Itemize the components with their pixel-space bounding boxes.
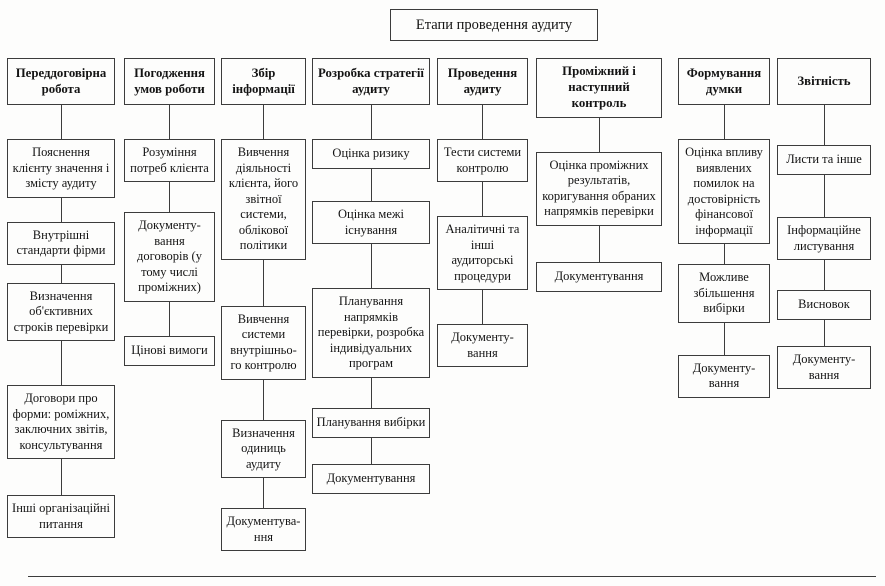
- connector-line: [482, 105, 483, 139]
- stage-column: Погодження умов роботи Розуміння потреб …: [124, 58, 215, 366]
- stage-column: Формування думки Оцінка впливу виявлених…: [678, 58, 770, 398]
- connector-line: [263, 379, 264, 420]
- connector-line: [823, 105, 825, 145]
- flow-box: Документування: [536, 261, 662, 292]
- connector-line: [370, 437, 372, 464]
- connector-line: [60, 197, 62, 222]
- connector-line: [482, 290, 483, 324]
- stage-column: Переддоговірна робота Пояснення клієнту …: [7, 58, 115, 538]
- flow-box: Листи та інше: [777, 145, 871, 175]
- flow-box: Висновок: [777, 290, 871, 320]
- flow-box: Визначення об'єктивних строків перевірки: [7, 282, 115, 341]
- connector-line: [370, 169, 372, 201]
- flow-box: Документу-вання договорів (у тому числі …: [124, 212, 215, 302]
- flow-box: Оцінка межі існування: [312, 201, 430, 244]
- flow-box: Визначення одиниць аудиту: [221, 419, 306, 478]
- flow-box: Планування вибірки: [312, 407, 430, 438]
- flow-box: Оцінка впливу виявлених помилок на досто…: [678, 139, 770, 244]
- connector-line: [263, 478, 264, 508]
- connector-line: [169, 182, 170, 212]
- connector-line: [60, 264, 62, 283]
- flow-box: Документу-вання: [437, 324, 528, 367]
- connector-line: [823, 260, 825, 290]
- stage-column: Проміжний і наступний контроль Оцінка пр…: [536, 58, 662, 292]
- flow-box: Документу-вання: [777, 346, 871, 389]
- stage-header: Проведення аудиту: [437, 58, 528, 105]
- stage-column: Збір інформації Вивчення діяльності кліє…: [221, 58, 306, 551]
- connector-line: [370, 105, 372, 139]
- connector-line: [169, 301, 170, 336]
- connector-line: [263, 259, 264, 306]
- flow-box: Розуміння потреб клієнта: [124, 139, 215, 182]
- connector-line: [60, 459, 62, 495]
- connector-line: [60, 105, 62, 139]
- flow-box: Цінові вимоги: [124, 335, 215, 366]
- flow-box: Аналітичні та інші аудиторські процедури: [437, 216, 528, 290]
- stage-header: Проміжний і наступний контроль: [536, 58, 662, 118]
- stage-header: Збір інформації: [221, 58, 306, 105]
- flow-box: Оцінка ризику: [312, 139, 430, 169]
- connector-line: [60, 341, 62, 385]
- flow-box: Тести системи контролю: [437, 139, 528, 182]
- connector-line: [482, 182, 483, 216]
- connector-line: [370, 244, 372, 288]
- stage-column: Розробка стратегії аудиту Оцінка ризику …: [312, 58, 430, 494]
- flow-box: Документування: [312, 463, 430, 494]
- connector-line: [598, 117, 600, 152]
- flow-box: Вивчення системи внутрішньо-го контролю: [221, 305, 306, 380]
- flow-box: Пояснення клієнту значення і змісту ауди…: [7, 139, 115, 198]
- flow-box: Оцінка проміжних результатів, коригуванн…: [536, 151, 662, 226]
- connector-line: [723, 322, 725, 355]
- stage-column: Проведення аудиту Тести системи контролю…: [437, 58, 528, 367]
- flow-box: Планування напрямків перевірки, розробка…: [312, 288, 430, 378]
- connector-line: [823, 175, 825, 217]
- flow-box: Документува-ння: [221, 508, 306, 551]
- flow-box: Інші організаційні питання: [7, 495, 115, 538]
- flow-box: Можливе збільшення вибірки: [678, 264, 770, 323]
- connector-line: [598, 225, 600, 262]
- flow-box: Договори про форми: роміжних, заключних …: [7, 385, 115, 459]
- stage-header: Формування думки: [678, 58, 770, 105]
- connector-line: [723, 105, 725, 139]
- bottom-border-line: [28, 576, 876, 577]
- stage-header: Погодження умов роботи: [124, 58, 215, 105]
- connector-line: [723, 244, 725, 264]
- diagram-title: Етапи проведення аудиту: [390, 9, 598, 41]
- connector-line: [823, 320, 825, 346]
- stage-header: Звітність: [777, 58, 871, 105]
- flow-box: Документу-вання: [678, 354, 770, 398]
- flow-box: Вивчення діяльності клієнта, його звітно…: [221, 139, 306, 260]
- flow-box: Інформаційне листування: [777, 217, 871, 260]
- connector-line: [169, 105, 170, 139]
- stage-header: Розробка стратегії аудиту: [312, 58, 430, 105]
- stage-column: Звітність Листи та інше Інформаційне лис…: [777, 58, 871, 389]
- flow-box: Внутрішні стандарти фірми: [7, 221, 115, 265]
- connector-line: [370, 377, 372, 408]
- connector-line: [263, 105, 264, 139]
- stage-header: Переддоговірна робота: [7, 58, 115, 105]
